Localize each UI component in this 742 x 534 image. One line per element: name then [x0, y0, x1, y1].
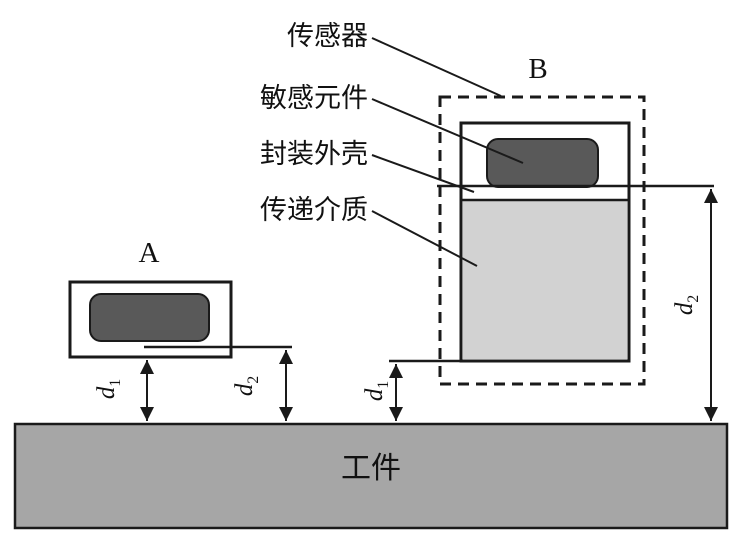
d1-sub: 1	[107, 378, 124, 387]
d2-sub: 2	[685, 294, 702, 303]
d2-sub: 2	[245, 375, 262, 384]
label-shell: 封装外壳	[260, 139, 368, 169]
label-sensor-a: A	[138, 237, 160, 269]
dimension-label-d2-sensor-b: d2	[671, 283, 702, 327]
dimension-label-d2-sensor-a: d2	[231, 364, 262, 408]
label-workpiece: 工件	[341, 452, 401, 485]
leader-line-shell	[371, 154, 475, 193]
d2-base: d	[231, 383, 258, 397]
sensor-a-sensitive-element	[89, 293, 210, 342]
label-sensor-b: B	[528, 53, 548, 85]
d1-base: d	[93, 386, 120, 400]
d1-base: d	[361, 388, 388, 402]
workpiece-block	[13, 422, 729, 530]
label-sensitive-element: 敏感元件	[260, 83, 368, 113]
label-sensor: 传感器	[287, 21, 368, 51]
d1-sub: 1	[375, 380, 392, 389]
leader-line-medium	[371, 210, 478, 267]
leader-line-sensitive-element	[371, 98, 524, 164]
dimension-label-d1-sensor-a: d1	[93, 367, 124, 411]
sensor-b-dashed-boundary	[438, 95, 646, 386]
leader-line-sensor	[371, 37, 502, 97]
sensor-b-sensitive-element	[486, 138, 599, 188]
d2-base: d	[671, 302, 698, 316]
dimension-label-d1-sensor-b: d1	[361, 369, 392, 413]
sensor-b-transfer-medium	[463, 200, 627, 359]
label-medium: 传递介质	[260, 195, 368, 225]
